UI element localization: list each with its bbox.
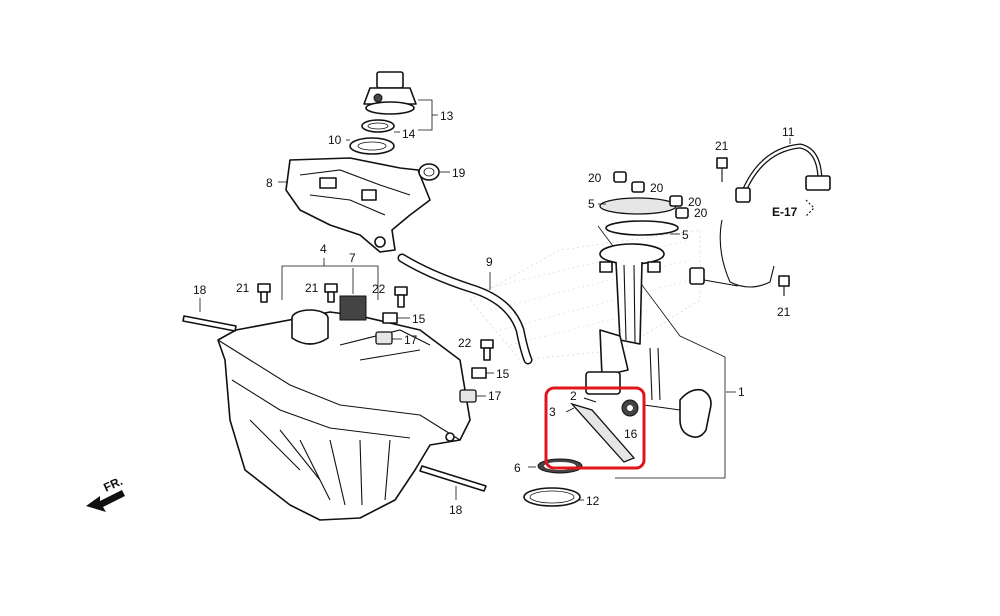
filler-bracket-8: 8 [266, 157, 431, 253]
callout-22-a: 22 [372, 282, 386, 296]
bolt-21-b: 21 [305, 281, 338, 303]
callout-7: 7 [349, 251, 356, 265]
callout-21-d: 21 [777, 305, 791, 319]
callout-20-d: 20 [694, 206, 708, 220]
callout-16: 16 [624, 427, 638, 441]
callout-15-a: 15 [412, 312, 426, 326]
pump-assy-bracket-line [597, 225, 726, 479]
collar-15-a: 15 [382, 312, 426, 326]
callout-15-b: 15 [496, 367, 510, 381]
set-plate-5-lower: 5 [605, 220, 689, 242]
ring-10 [349, 137, 395, 155]
background-emblem [469, 229, 701, 361]
bolt-21-c: 21 [715, 139, 729, 182]
callout-10: 10 [328, 133, 342, 147]
bolt-21-a: 21 [236, 281, 271, 303]
front-arrow-icon: FR. [86, 474, 125, 512]
callout-6: 6 [514, 461, 521, 475]
rubber-strip-18-left: 18 [182, 283, 237, 332]
callout-12: 12 [586, 494, 600, 508]
leader-13 [418, 99, 438, 131]
callout-2: 2 [570, 389, 577, 403]
clip-2: 2 [570, 389, 597, 403]
callout-17-b: 17 [488, 389, 502, 403]
callout-1: 1 [738, 385, 745, 399]
fuel-cap-13 [363, 71, 417, 115]
rubber-17-b: 17 [459, 389, 502, 403]
grommet-19: 19 [418, 163, 466, 181]
callout-11: 11 [782, 125, 795, 139]
gasket-14 [361, 119, 395, 133]
callout-19: 19 [452, 166, 466, 180]
pressure-regulator-16: 16 [621, 399, 639, 441]
callout-9: 9 [486, 255, 493, 269]
ref-e17: E-17 [772, 199, 815, 219]
callout-3: 3 [549, 405, 556, 419]
fuel-strainer-3: 3 [549, 402, 636, 463]
leader-4 [281, 258, 379, 300]
callout-21-c: 21 [715, 139, 729, 153]
callout-20-a: 20 [588, 171, 602, 185]
callout-18-bottom: 18 [449, 503, 463, 517]
rubber-17-a: 17 [375, 331, 418, 347]
collar-15-b: 15 [471, 367, 510, 381]
callout-21-a: 21 [236, 281, 250, 295]
callout-8: 8 [266, 176, 273, 190]
callout-4: 4 [320, 242, 327, 256]
callout-22-b: 22 [458, 336, 472, 350]
bolt-22-b: 22 [458, 336, 494, 361]
bolt-21-d: 21 [777, 275, 791, 319]
nut-20-b: 20 [631, 181, 664, 195]
callout-17-a: 17 [404, 333, 418, 347]
nut-20-a: 20 [588, 171, 627, 185]
callout-20-b: 20 [650, 181, 664, 195]
ref-e17-label: E-17 [772, 205, 798, 219]
sub-harness-11: 11 [689, 125, 831, 288]
set-plate-5-upper: 5 [588, 197, 677, 215]
callout-18-left: 18 [193, 283, 207, 297]
rubber-strip-18-bottom: 18 [419, 465, 487, 517]
nut-20-d: 20 [675, 206, 708, 220]
callout-20-c: 20 [688, 195, 702, 209]
pad-7: 7 [339, 251, 367, 321]
callout-14: 14 [402, 127, 416, 141]
highlight-box [544, 386, 646, 470]
callout-5-upper: 5 [588, 197, 595, 211]
callout-13: 13 [440, 109, 454, 123]
breather-tube-9: 9 [397, 253, 533, 365]
callout-5-lower: 5 [682, 228, 689, 242]
callout-21-b: 21 [305, 281, 319, 295]
ring-12: 12 [523, 487, 600, 508]
bolt-22-a: 22 [372, 282, 408, 308]
fuel-tank [217, 309, 471, 521]
nut-20-c: 20 [669, 195, 702, 209]
